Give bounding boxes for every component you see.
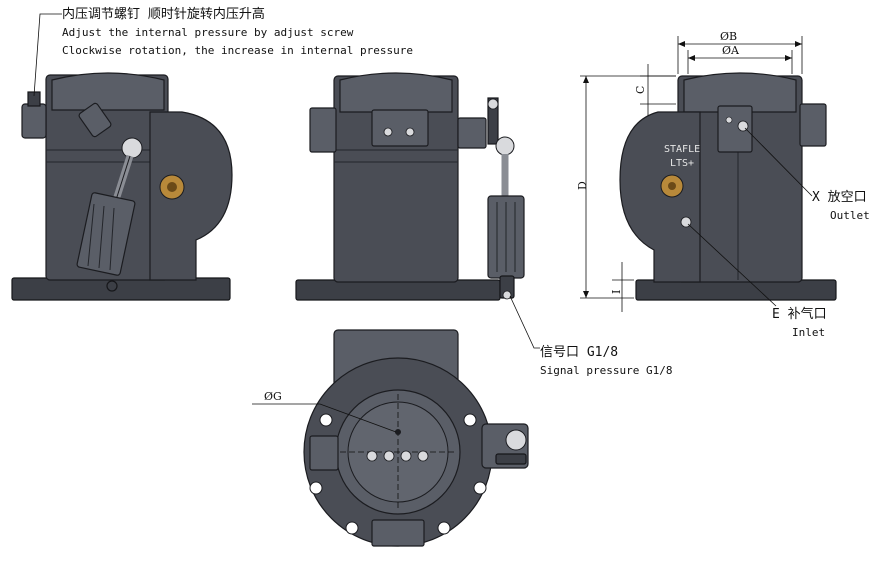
nameplate-line-1: STAFLE <box>664 144 700 155</box>
rear-side-housing <box>619 111 701 283</box>
dim-i: I <box>610 290 623 294</box>
adjust-screw-housing <box>21 103 47 139</box>
adjust-label-en-1: Adjust the internal pressure by adjust s… <box>62 26 354 39</box>
outlet-leader <box>744 127 813 197</box>
dim-d: D <box>576 181 589 190</box>
dim-g: ØG <box>264 390 282 403</box>
front-view <box>11 72 233 301</box>
actuator-cylinder <box>76 192 136 276</box>
front-base-flange <box>11 277 231 301</box>
side-base-flange <box>295 279 501 301</box>
top-view-left-boss <box>309 435 339 471</box>
rear-outlet-block <box>717 105 753 153</box>
bolt-hole <box>473 481 487 495</box>
actuator-lower-pin <box>106 280 118 292</box>
outlet-label-en: Outlet <box>830 209 870 222</box>
signal-label-cn: 信号口 G1/8 <box>540 345 618 360</box>
actuator-ball-joint <box>121 137 143 159</box>
rear-view: STAFLE LTS+ <box>619 72 837 301</box>
side-view <box>295 72 525 301</box>
signal-label-en: Signal pressure G1/8 <box>540 364 672 377</box>
bolt-hole <box>437 521 451 535</box>
dim-c: C <box>634 86 647 94</box>
side-ball-joint <box>495 136 515 156</box>
side-cover-plate <box>371 109 429 147</box>
rear-dimensions: ØB ØA C D I <box>576 30 803 312</box>
dim-b: ØB <box>720 30 737 43</box>
top-view <box>303 329 529 547</box>
actuator-clevis <box>78 102 112 138</box>
side-top-cap <box>339 72 453 113</box>
rear-top-cap <box>683 72 797 113</box>
side-cover-screw-1 <box>383 127 393 137</box>
inlet-label-cn: E 补气口 <box>772 306 827 322</box>
g-leader <box>252 403 397 433</box>
adjust-screw-leader <box>33 13 62 97</box>
top-view-bottom-boss <box>371 519 425 547</box>
rear-base-flange <box>635 279 837 301</box>
outlet-label-cn: X 放空口 <box>812 190 867 205</box>
adjust-label-en-2: Clockwise rotation, the increase in inte… <box>62 44 413 57</box>
side-left-boss <box>309 107 337 153</box>
signal-leader <box>509 295 540 349</box>
nameplate-line-2: LTS+ <box>670 158 694 169</box>
bolt-hole <box>463 413 477 427</box>
dim-a: ØA <box>722 44 740 57</box>
bolt-hole <box>319 413 333 427</box>
rear-right-boss <box>799 103 827 147</box>
inlet-leader <box>687 223 777 307</box>
side-right-boss <box>457 117 487 149</box>
bolt-hole <box>309 481 323 495</box>
adjust-label-cn: 内压调节螺钉 顺时针旋转内压升高 <box>62 6 265 22</box>
side-cover-screw-2 <box>405 127 415 137</box>
front-brass-fitting-core <box>167 182 177 192</box>
inlet-label-en: Inlet <box>792 326 825 339</box>
bolt-hole <box>345 521 359 535</box>
front-top-cap <box>51 72 165 111</box>
front-side-housing <box>149 111 233 281</box>
side-linkage-arm <box>487 97 499 145</box>
